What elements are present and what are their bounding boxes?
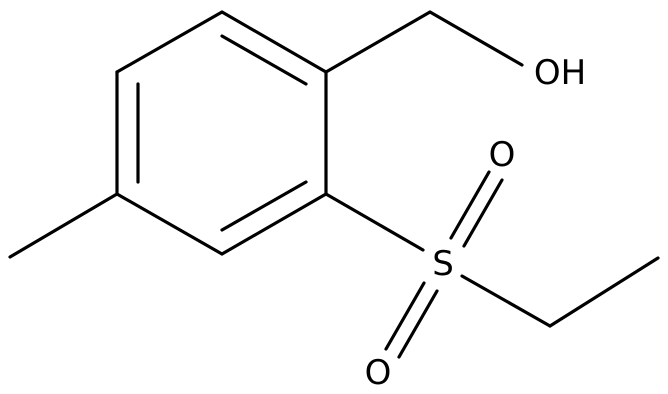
sulfur-label: S bbox=[432, 244, 454, 284]
hydroxyl-label: OH bbox=[534, 53, 586, 93]
sulfur-oxygen-top-bond-a bbox=[449, 170, 491, 240]
ch2-bond bbox=[324, 10, 432, 74]
oxygen-bottom-label: O bbox=[365, 353, 392, 393]
sulfur-oxygen-top-bond-b bbox=[462, 178, 504, 248]
ethyl-bond bbox=[548, 256, 660, 328]
sulfur-oxygen-bottom-bond-b bbox=[397, 289, 439, 359]
sulfur-oxygen-bottom-bond-a bbox=[384, 281, 426, 351]
ring-bond-c6-c1 bbox=[115, 10, 224, 74]
ring-bond-c3-c4 bbox=[220, 192, 328, 256]
ch2-oh-bond bbox=[428, 10, 524, 67]
sulfur-ethyl-bond bbox=[460, 274, 552, 328]
ring-bond-c4-c5 bbox=[115, 192, 224, 256]
ring-sulfur-bond bbox=[324, 192, 425, 252]
oxygen-top-label: O bbox=[489, 135, 516, 175]
ring-double-bond-c1-c2-inner bbox=[220, 34, 308, 86]
methyl-bond bbox=[8, 192, 119, 259]
ring-bond-c1-c2 bbox=[220, 10, 328, 74]
ring-double-bond-c3-c4-inner bbox=[220, 180, 308, 232]
